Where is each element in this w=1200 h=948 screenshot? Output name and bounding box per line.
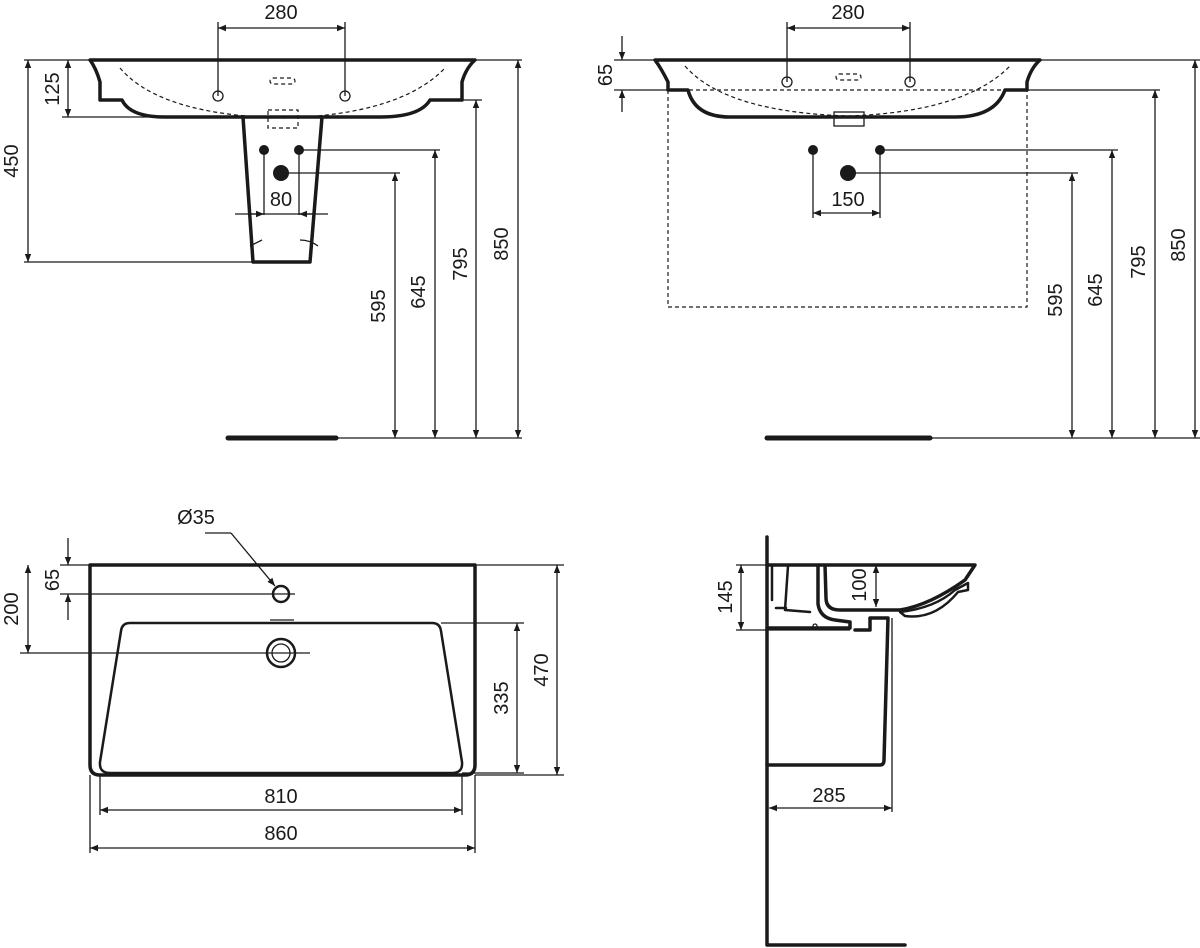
dim-bowl-depth: 100 [849,568,871,601]
dim-rim-height: 850 [491,227,513,260]
basin-underside [898,581,970,618]
pedestal-joint [249,239,319,247]
dim-underside-height: 795 [1128,245,1150,278]
dim-supply-spacing: 150 [831,189,864,211]
dim-underside-height: 795 [450,247,472,280]
pedestal-profile [765,616,890,767]
dim-overall-depth: 470 [531,653,553,686]
back-wall-rim [770,563,812,614]
basin-outline [653,58,1042,119]
dim-waste-offset: 200 [1,592,23,625]
front-view-wall: 280 65 150 595 645 795 850 [595,2,1200,441]
dim-pedestal-projection: 285 [812,785,845,807]
dim-tap-offset: 65 [42,569,64,591]
pedestal-outline [241,115,324,264]
dim-bowl-width: 810 [264,786,297,808]
basin-outline [88,58,477,119]
side-view: 145 100 285 [715,535,977,947]
waste-hidden [267,109,299,129]
front-view-pedestal: 280 125 450 80 595 645 795 850 [1,2,522,441]
dim-rim-height: 850 [1168,228,1190,261]
bowl-outline [98,621,464,775]
dim-rim-thickness: 65 [595,64,617,86]
waste-fitting [833,111,865,127]
dim-overall-width: 860 [264,823,297,845]
top-view: Ø35 65 200 335 470 810 860 [1,507,564,853]
dim-supply-height: 645 [1085,273,1107,306]
wall-and-floor [765,535,907,947]
dim-supply-height: 645 [408,275,430,308]
dim-tap-spacing: 280 [264,2,297,24]
dim-tap-spacing: 280 [831,2,864,24]
dim-bowl-depth: 335 [491,681,513,714]
dim-waste-height: 595 [368,289,390,322]
dim-overall-height: 145 [715,580,737,613]
basin-outline [88,563,477,777]
fixing-point [812,623,818,629]
dim-basin-height: 125 [42,72,64,105]
dim-pedestal-height: 450 [1,144,23,177]
basin-profile [765,563,977,630]
dim-supply-spacing: 80 [270,189,292,211]
dim-waste-height: 595 [1045,283,1067,316]
furniture-hidden-outline [667,89,1028,308]
dim-tap-hole-diameter: Ø35 [177,507,215,529]
overflow-slot [269,77,296,85]
overflow-slot [835,73,862,81]
